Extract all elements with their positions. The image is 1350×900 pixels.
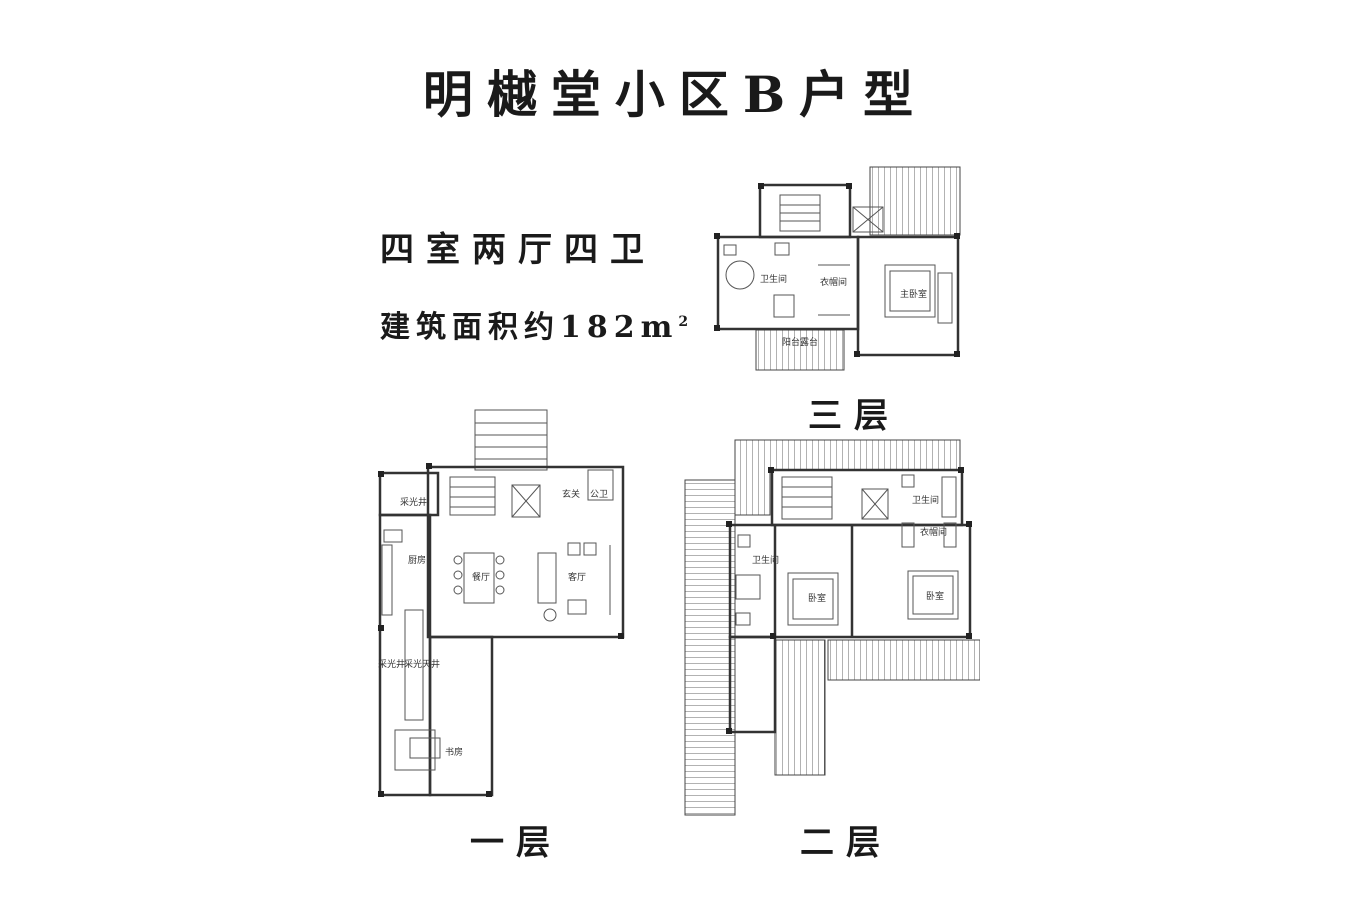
room-first-dining: 餐厅 (472, 571, 490, 583)
page-title: 明樾堂小区B户型 (422, 65, 928, 124)
room-second-bedroom-left: 卧室 (808, 592, 826, 604)
room-first-living: 客厅 (568, 571, 586, 583)
floor-label-third: 三层 (808, 396, 900, 436)
room-third-master: 主卧室 (900, 288, 927, 300)
room-first-kitchen: 厨房 (408, 554, 426, 566)
area-value: 182 (560, 310, 641, 345)
room-second-closet: 衣帽间 (920, 526, 947, 538)
room-first-entrance: 玄关 (562, 488, 580, 500)
floor-plan-third: 卫生间 衣帽间 主卧室 阳台露台 (714, 166, 961, 371)
room-first-lightwell-sky: 采光天井 (404, 658, 440, 670)
room-third-closet: 衣帽间 (820, 276, 847, 288)
area-unit-sup: 2 (678, 314, 689, 330)
area-prefix: 建筑面积约 (380, 310, 560, 345)
room-second-bath-left: 卫生间 (752, 554, 779, 566)
floor-label-first: 一层 (470, 823, 562, 863)
room-third-terrace: 阳台露台 (782, 336, 818, 348)
room-third-bath: 卫生间 (760, 273, 787, 285)
floor-plan-second: 卫生间 衣帽间 卫生间 卧室 卧室 (684, 439, 980, 816)
floor-plan-first: 采光井 厨房 餐厅 客厅 玄关 公卫 采光井 采光天井 书房 (378, 409, 625, 797)
room-second-bath-top: 卫生间 (912, 494, 939, 506)
layout-type: 四室两厅四卫 (380, 230, 656, 270)
room-first-lightwell-left: 采光井 (378, 658, 405, 670)
floor-label-second: 二层 (800, 823, 892, 863)
room-first-lightwell: 采光井 (400, 496, 427, 508)
area-info: 建筑面积约182m2 (380, 302, 688, 346)
room-first-study: 书房 (445, 746, 463, 758)
room-first-public-wc: 公卫 (590, 489, 608, 500)
area-unit: m (640, 310, 679, 345)
room-second-bedroom-right: 卧室 (926, 590, 944, 602)
